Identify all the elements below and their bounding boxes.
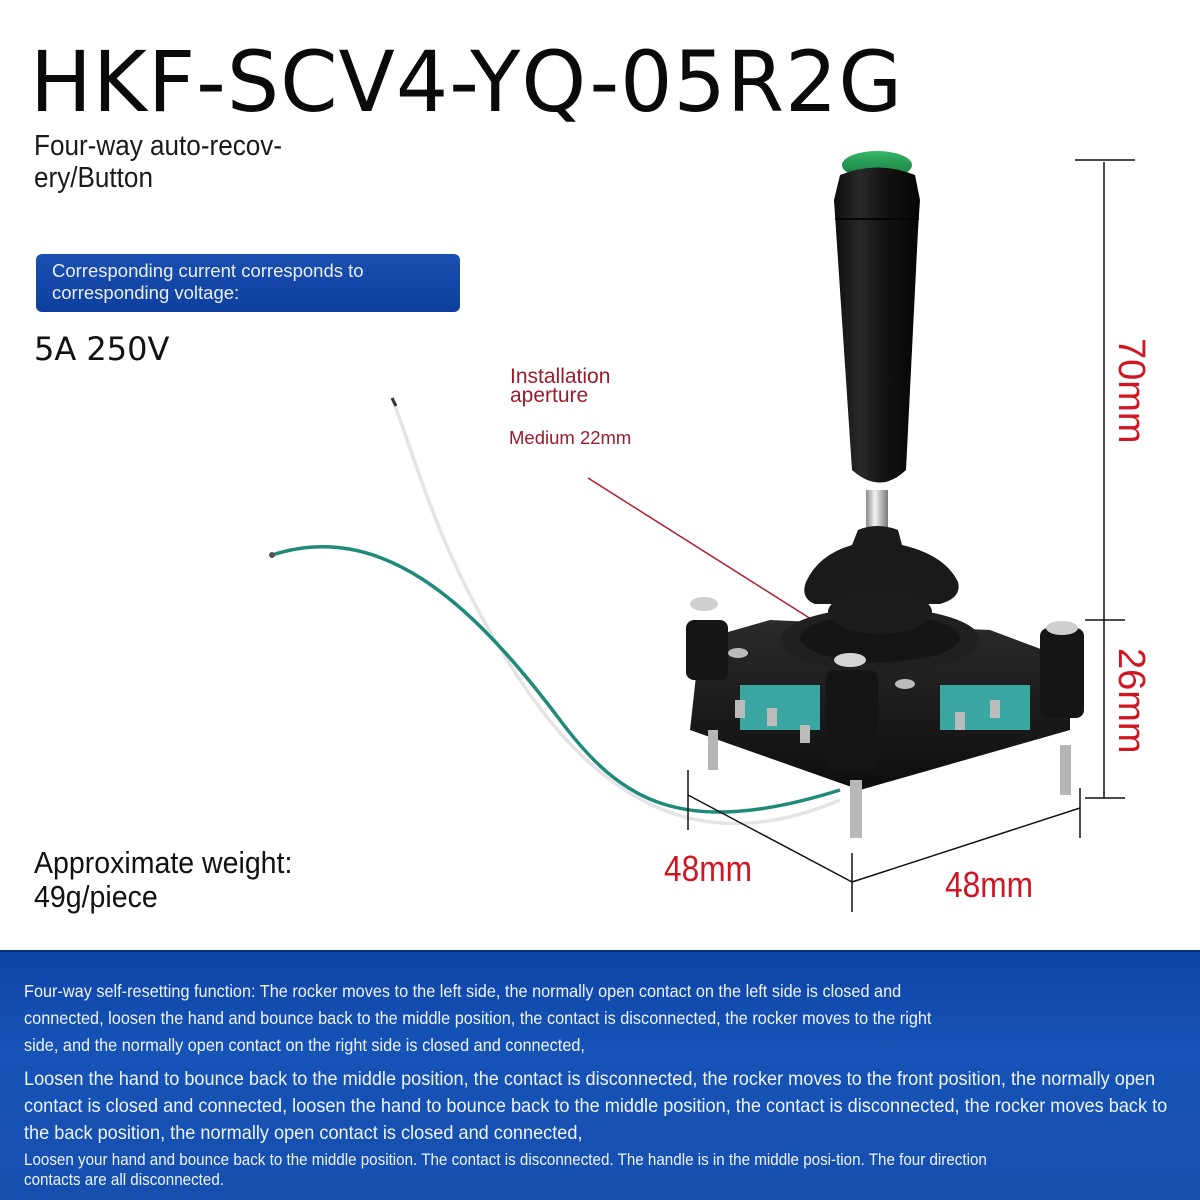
dimension-width: 48mm — [945, 864, 1034, 905]
weight-info: Approximate weight: 49g/piece — [34, 846, 292, 914]
dimension-base-height: 26mm — [1110, 648, 1152, 754]
aperture-label-line1: Installation — [510, 365, 611, 388]
aperture-label: Installation aperture — [510, 365, 611, 407]
weight-value: 49g/piece — [34, 879, 158, 914]
description-paragraph-1: Four-way self-resetting function: The ro… — [24, 981, 932, 1055]
description-paragraph-3: Loosen your hand and bounce back to the … — [24, 1151, 987, 1189]
weight-label: Approximate weight: — [34, 845, 293, 880]
product-subtitle: Four-way auto-recov-ery/Button — [34, 130, 283, 194]
model-title: HKF-SCV4-YQ-05R2G — [30, 33, 904, 131]
green-wire — [271, 545, 841, 814]
aperture-label-line2: aperture — [510, 384, 589, 407]
aperture-size: Medium 22mm — [509, 427, 632, 448]
description-panel: Four-way self-resetting function: The ro… — [0, 950, 1200, 1200]
white-wire — [390, 397, 841, 826]
rating-badge: Corresponding current corresponds to cor… — [36, 254, 460, 312]
rating-value: 5A 250V — [34, 330, 170, 368]
description-paragraph-2: Loosen the hand to bounce back to the mi… — [24, 1068, 1168, 1144]
dimension-handle-height: 70mm — [1110, 338, 1152, 444]
aperture-leader-line — [587, 477, 861, 651]
dimension-depth: 48mm — [664, 848, 753, 889]
